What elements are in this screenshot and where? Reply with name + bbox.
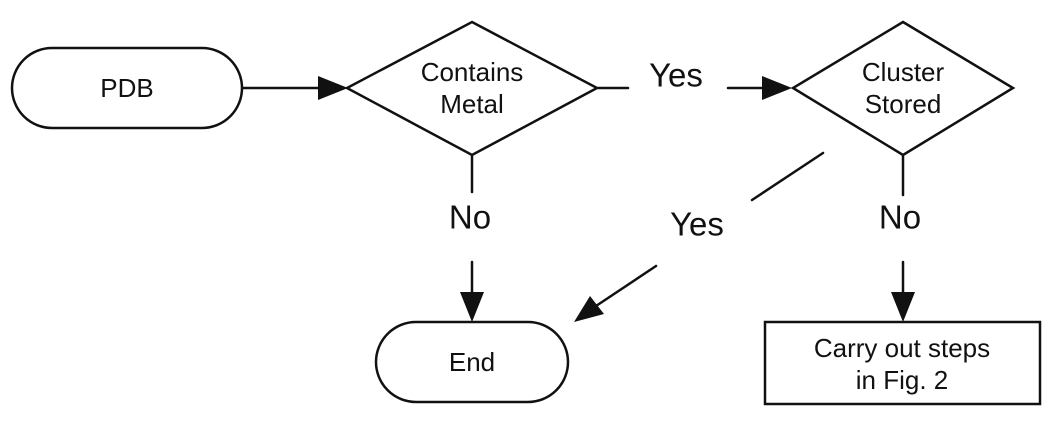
node-contains-metal-line1: Contains bbox=[421, 57, 524, 87]
process-box-shape bbox=[763, 320, 1042, 406]
arrowhead-down-icon bbox=[891, 292, 915, 322]
terminal-shape bbox=[10, 46, 244, 130]
edge-label-contains-metal-no: No bbox=[449, 199, 491, 236]
node-contains-metal-line2: Metal bbox=[440, 89, 504, 119]
node-cluster-stored-line1: Cluster bbox=[862, 57, 945, 87]
edge-label-cluster-stored-yes: Yes bbox=[670, 206, 724, 243]
decision-diamond-shape bbox=[790, 20, 1016, 157]
arrowhead-diagonal-icon bbox=[574, 296, 604, 322]
node-pdb: PDB bbox=[10, 46, 244, 130]
edge-labels: Yes No Yes No bbox=[449, 57, 921, 243]
node-cluster-stored: Cluster Stored bbox=[790, 20, 1016, 157]
node-carry-out-line1: Carry out steps bbox=[814, 333, 990, 363]
node-carry-out: Carry out steps in Fig. 2 bbox=[763, 320, 1042, 406]
connectors bbox=[241, 76, 915, 322]
edge-cluster-stored-yes-top bbox=[750, 151, 825, 202]
edge-cluster-stored-yes-bottom bbox=[594, 264, 658, 308]
node-carry-out-line2: in Fig. 2 bbox=[856, 365, 949, 395]
decision-diamond-shape bbox=[344, 20, 600, 157]
edge-label-cluster-stored-no: No bbox=[879, 199, 921, 236]
edge-label-contains-metal-yes: Yes bbox=[649, 57, 703, 94]
node-pdb-label: PDB bbox=[100, 73, 153, 103]
arrowhead-down-icon bbox=[460, 292, 484, 322]
node-end: End bbox=[374, 320, 570, 404]
node-end-label: End bbox=[449, 347, 495, 377]
terminal-shape bbox=[374, 320, 570, 404]
node-contains-metal: Contains Metal bbox=[344, 20, 600, 157]
node-cluster-stored-line2: Stored bbox=[865, 89, 942, 119]
arrowhead-right-icon bbox=[318, 76, 348, 100]
arrowhead-right-icon bbox=[762, 76, 792, 100]
